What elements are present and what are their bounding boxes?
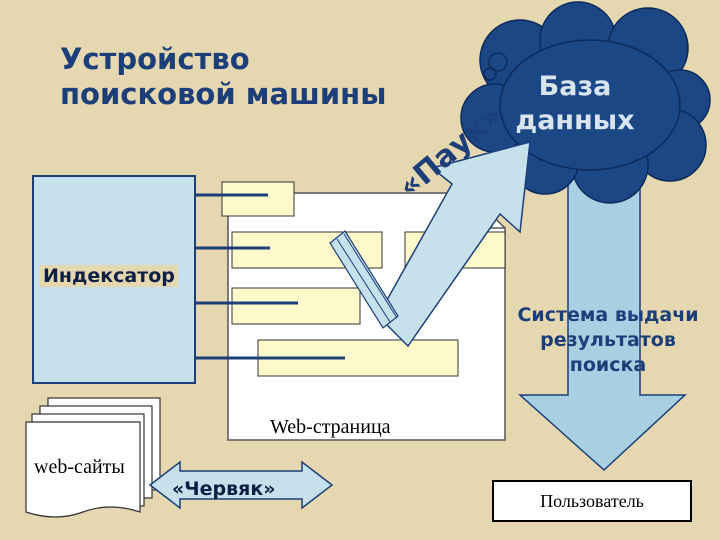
database-label: База данных — [500, 70, 650, 138]
database-label-line-2: данных — [515, 105, 635, 136]
user-label: Пользователь — [540, 490, 644, 511]
indexer-label: Индексатор — [40, 265, 178, 287]
worm-arrow — [148, 460, 334, 510]
database-cloud — [460, 1, 711, 204]
cloud-puff-2 — [483, 67, 497, 81]
web-sites-stack — [25, 397, 161, 518]
search-system-label: Система выдачи результатов поиска — [492, 303, 720, 378]
search-system-line-2: результатов — [540, 329, 676, 351]
user-box: Пользователь — [492, 480, 692, 522]
page-block-4 — [231, 287, 361, 325]
page-title-line-1: Устройство — [60, 42, 250, 76]
cloud-puff-1 — [488, 52, 508, 72]
worm-label: «Червяк» — [172, 478, 276, 500]
search-system-line-1: Система выдачи — [517, 304, 699, 326]
web-sites-label: web-сайты — [34, 456, 125, 478]
spider-arrow — [377, 140, 531, 348]
page-block-1 — [221, 181, 295, 217]
search-system-line-3: поиска — [569, 354, 647, 376]
database-label-line-1: База — [538, 71, 612, 102]
results-down-arrow — [518, 159, 687, 472]
page-title: Устройство поисковой машины — [60, 42, 386, 112]
page-title-line-2: поисковой машины — [60, 77, 387, 111]
web-page-label: Web-страница — [270, 416, 391, 438]
spider-pipe — [329, 230, 399, 329]
